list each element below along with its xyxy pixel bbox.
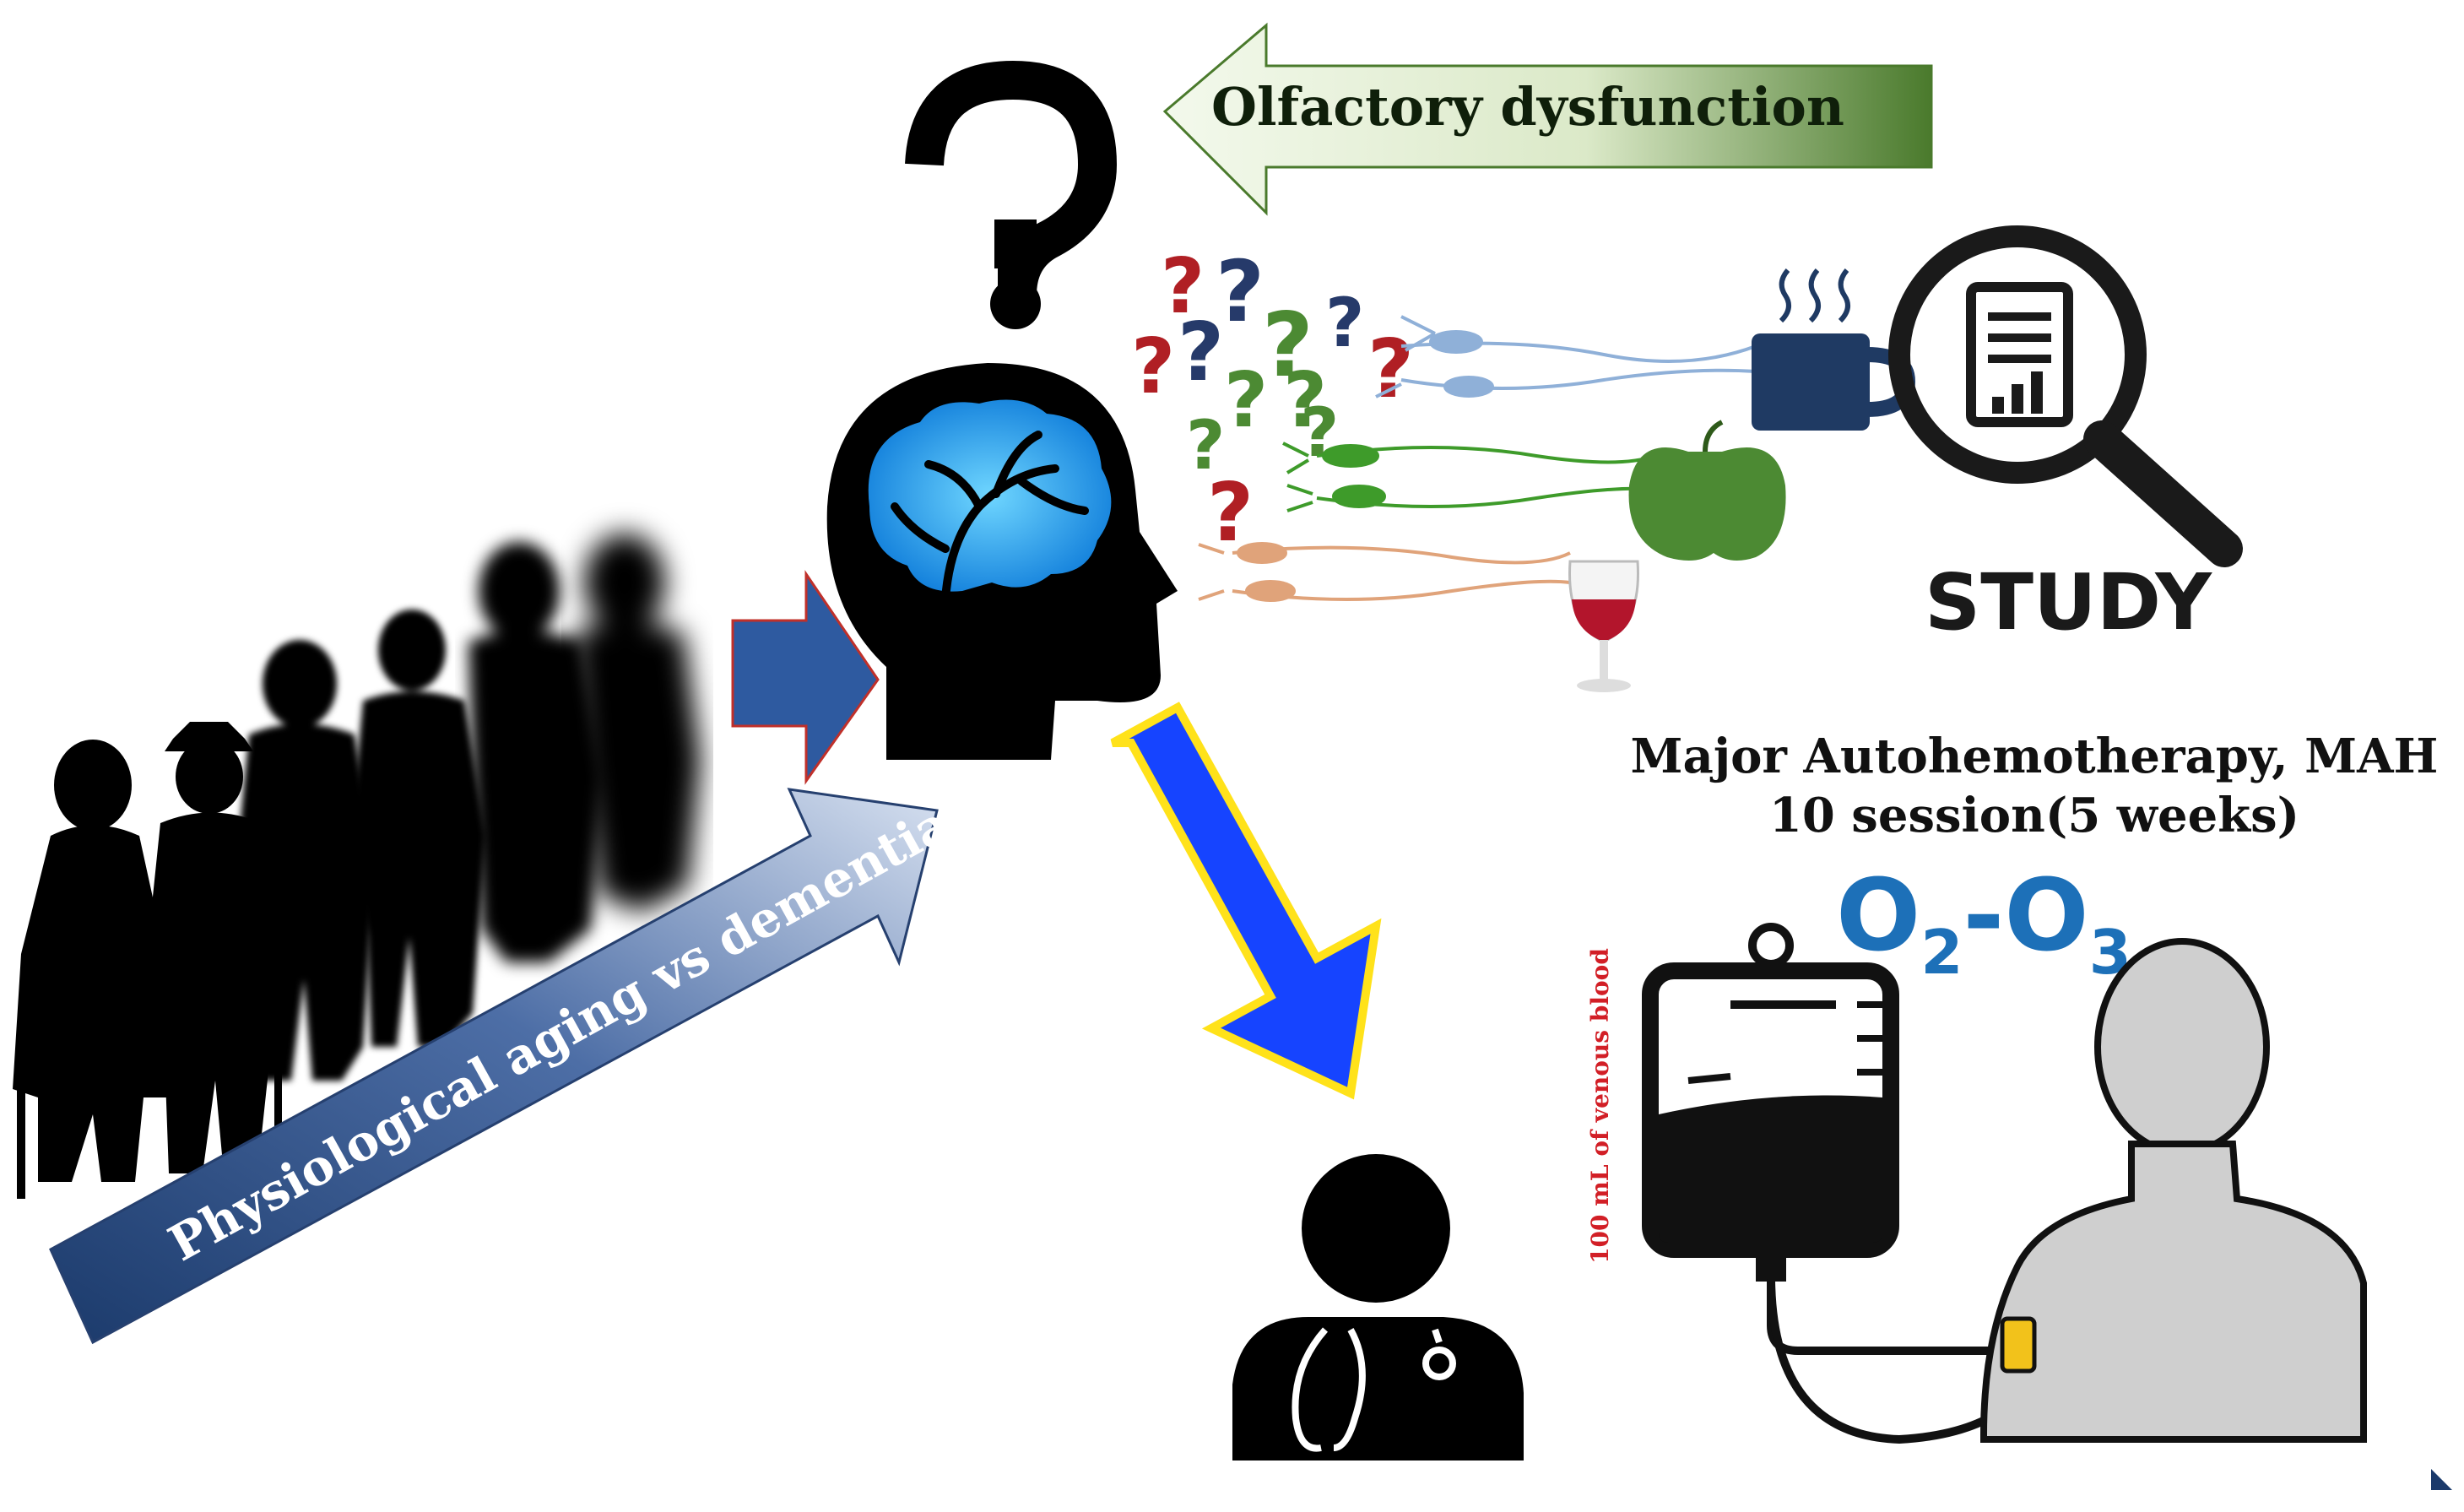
head-arrow (731, 570, 880, 785)
therapy-sessions: 10 session(5 weeks) (1769, 788, 2299, 843)
crowd-silhouettes-icon (13, 534, 701, 1199)
question-mark-small-icon: ? (1186, 406, 1225, 485)
olfactory-arrow: Olfactory dysfunction (1162, 22, 1933, 216)
question-cluster: ? ? ? ? ? ? ? ? ? ? ? ? (1131, 242, 1414, 560)
wine-glass-icon (1568, 560, 1639, 692)
patient-silhouette-icon (1980, 938, 2367, 1443)
question-mark-icon (905, 60, 1118, 329)
ozone-o3: O (2004, 857, 2088, 973)
question-mark-small-icon: ? (1262, 294, 1313, 397)
question-mark-small-icon: ? (1131, 322, 1175, 411)
ozone-dash: - (1963, 857, 2004, 973)
blood-bag-icon (1642, 923, 2017, 1444)
brain-head-icon (826, 363, 1178, 760)
question-mark-small-icon: ? (1161, 242, 1205, 331)
corner-marker (2431, 1469, 2452, 1490)
question-mark-small-icon: ? (1178, 306, 1224, 399)
question-mark-small-icon: ? (1216, 242, 1264, 341)
blood-volume-label: 100 mL of venous blood (1586, 948, 1614, 1264)
ozone-o2: O (1836, 857, 1920, 973)
study-label: STUDY (1925, 557, 2212, 648)
olfactory-neurons (1198, 315, 1757, 602)
question-mark-small-icon: ? (1207, 467, 1254, 560)
therapy-title: Major Autohemotherapy, MAH (1631, 729, 2439, 784)
coffee-mug-icon (1752, 268, 1916, 431)
question-mark-small-icon: ? (1367, 323, 1414, 416)
magnifier-document-icon (1888, 225, 2243, 567)
question-mark-small-icon: ? (1224, 356, 1268, 445)
doctor-stethoscope-icon (1232, 1154, 1524, 1461)
olfactory-arrow-label: Olfactory dysfunction (1211, 76, 1844, 138)
question-mark-small-icon: ? (1283, 356, 1327, 445)
apple-icon (1628, 420, 1786, 561)
doctor-arrow (1110, 702, 1382, 1100)
question-mark-small-icon: ? (1325, 284, 1364, 362)
ozone-formula: O2-O3 (1836, 857, 2131, 988)
ozone-o2-subscript: 2 (1920, 917, 1963, 988)
